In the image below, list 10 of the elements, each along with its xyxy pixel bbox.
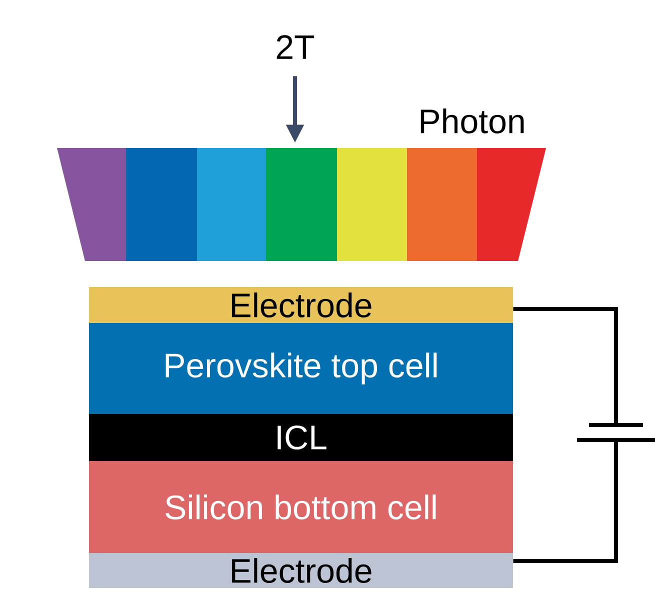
wire (513, 307, 618, 425)
node-caption: Photon (420, 108, 524, 134)
layer-band: Electrode (89, 553, 513, 588)
layer-band: ICL (89, 414, 513, 461)
layer-band: Electrode (89, 287, 513, 323)
wire (513, 440, 618, 563)
layer-band: Silicon bottom cell (89, 461, 513, 553)
text-label: 2T (276, 35, 314, 59)
battery-symbol (577, 423, 655, 442)
layer-band: Perovskite top cell (89, 323, 513, 414)
